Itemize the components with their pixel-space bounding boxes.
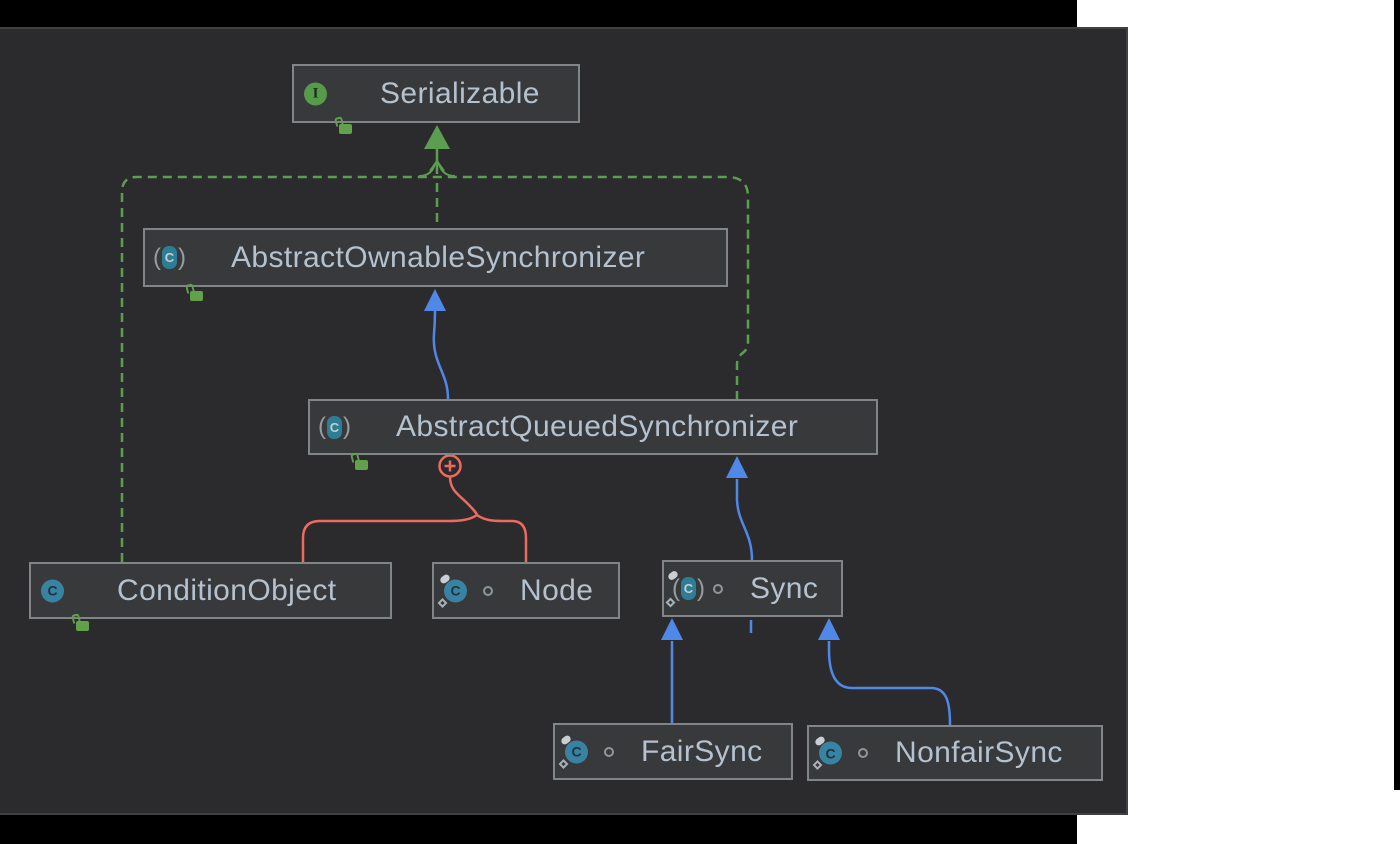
node-label: NonfairSync [895,736,1063,769]
static-class-icon: C [558,733,588,769]
package-private-visibility-icon [713,583,723,594]
class-node-sync[interactable]: ( C ) Sync [662,560,843,617]
package-private-visibility-icon [483,585,493,596]
class-node-abstract-ownable-synchronizer[interactable]: ( C ) AbstractOwnableSynchronizer [143,228,728,301]
class-node-nonfair-sync[interactable]: C NonfairSync [807,725,1103,781]
window-right-black-edge [1394,0,1400,790]
node-label: ConditionObject [117,573,337,607]
class-node-fair-sync[interactable]: C FairSync [553,723,793,780]
static-class-icon: C [812,735,842,770]
static-diamond-badge [437,597,448,608]
static-diamond-badge [558,758,569,769]
node-label: Sync [750,571,819,605]
static-diamond-badge [812,760,823,770]
window-bottom-black-bar [0,815,1077,844]
node-label: AbstractOwnableSynchronizer [231,240,646,274]
class-node-serializable[interactable]: I Serializable [292,64,580,134]
class-icon: C [41,579,64,602]
package-private-visibility-icon [604,746,614,757]
class-node-node[interactable]: C Node [432,562,620,619]
class-node-abstract-queued-synchronizer[interactable]: ( C ) AbstractQueuedSynchronizer [308,399,878,470]
static-wedge-badge [559,733,573,746]
abstract-class-icon: ( C ) [318,413,351,440]
class-node-condition-object[interactable]: C ConditionObject [29,562,392,631]
abstract-class-icon: ( C ) [153,243,186,271]
static-class-icon: C [437,572,467,608]
static-wedge-badge [438,572,452,585]
node-label: FairSync [641,734,763,768]
window-top-black-bar [0,0,1077,27]
static-wedge-badge [813,735,827,747]
node-label: AbstractQueuedSynchronizer [396,410,799,443]
node-label: Serializable [380,76,540,110]
static-abstract-class-icon: ( C ) [665,569,849,607]
node-label: Node [520,573,594,607]
interface-icon: I [304,82,327,105]
package-private-visibility-icon [858,748,868,758]
